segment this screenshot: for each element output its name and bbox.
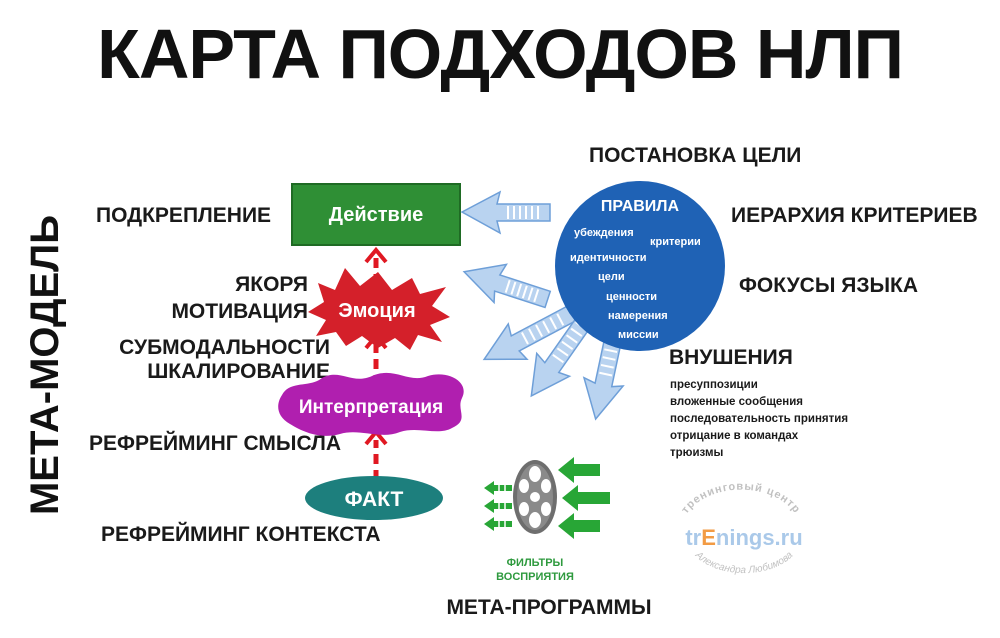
fact-ellipse xyxy=(305,476,443,520)
incoming-green-arrows xyxy=(558,457,610,539)
rules-item: миссии xyxy=(618,329,659,341)
filters-label-1: ФИЛЬТРЫ xyxy=(507,557,564,569)
rules-item: цели xyxy=(598,271,625,283)
suggestion-item: трюизмы xyxy=(670,447,723,459)
interpretation-label: Интерпретация xyxy=(299,397,443,418)
language-focus-label: ФОКУСЫ ЯЗЫКА xyxy=(739,274,918,297)
svg-text:Александра Любимова: Александра Любимова xyxy=(692,549,795,576)
trenings-logo: тренинговый центр trEnings.ru Александра… xyxy=(679,481,802,576)
rules-arrows xyxy=(460,190,625,421)
context-reframing-label: РЕФРЕЙМИНГ КОНТЕКСТА xyxy=(101,522,381,546)
submodalities-label: СУБМОДАЛЬНОСТИ xyxy=(119,336,330,359)
action-label: Действие xyxy=(329,204,424,226)
rules-item: идентичности xyxy=(570,252,647,264)
filters-label-2: ВОСПРИЯТИЯ xyxy=(496,571,574,583)
suggestion-item: вложенные сообщения xyxy=(670,396,803,408)
emotion-burst xyxy=(308,268,450,350)
page-title: КАРТА ПОДХОДОВ НЛП xyxy=(97,15,903,93)
suggestion-item: отрицание в командах xyxy=(670,430,799,442)
film-reel-icon xyxy=(513,460,557,534)
suggestion-item: последовательность принятия xyxy=(670,413,848,425)
anchors-label: ЯКОРЯ xyxy=(235,273,308,296)
rules-item: критерии xyxy=(650,236,701,248)
svg-text:тренинговый центр: тренинговый центр xyxy=(679,481,802,516)
rules-item: ценности xyxy=(606,291,657,303)
outgoing-green-arrows xyxy=(484,481,512,531)
suggestion-item: пресуппозиции xyxy=(670,379,758,391)
criteria-hierarchy-label: ИЕРАРХИЯ КРИТЕРИЕВ xyxy=(731,204,978,227)
motivation-label: МОТИВАЦИЯ xyxy=(171,300,308,323)
meaning-reframing-label: РЕФРЕЙМИНГ СМЫСЛА xyxy=(89,431,341,455)
rules-item: намерения xyxy=(608,310,668,322)
rules-item: убеждения xyxy=(574,227,634,239)
emotion-label: Эмоция xyxy=(338,300,415,322)
scaling-label: ШКАЛИРОВАНИЕ xyxy=(147,360,330,383)
rules-title: ПРАВИЛА xyxy=(601,198,680,215)
meta-model-label: МЕТА-МОДЕЛЬ xyxy=(23,215,67,515)
svg-text:trEnings.ru: trEnings.ru xyxy=(685,525,802,550)
action-box xyxy=(291,183,461,246)
meta-programs-label: МЕТА-ПРОГРАММЫ xyxy=(446,596,651,619)
suggestions-label: ВНУШЕНИЯ xyxy=(669,346,793,369)
interpretation-blob xyxy=(278,372,464,436)
reinforcement-label: ПОДКРЕПЛЕНИЕ xyxy=(96,204,271,227)
goal-setting-label: ПОСТАНОВКА ЦЕЛИ xyxy=(589,144,801,167)
fact-label: ФАКТ xyxy=(345,488,404,511)
rules-circle xyxy=(555,181,725,351)
